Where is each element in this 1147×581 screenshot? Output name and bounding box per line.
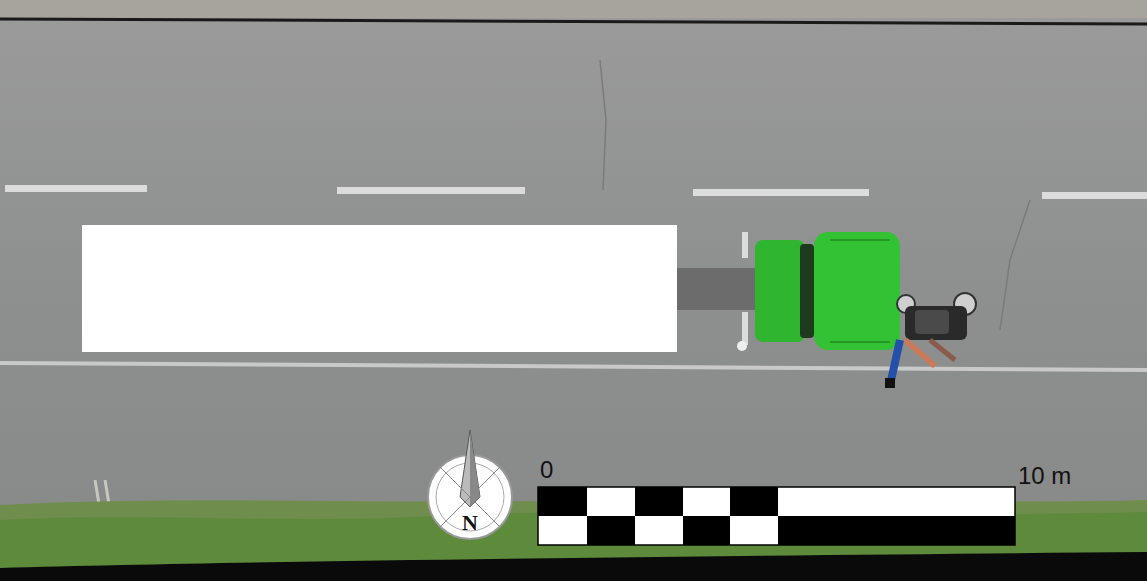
north-letter: N	[462, 512, 478, 534]
scale-start: 0	[540, 458, 553, 482]
scale-end: 10 m	[1018, 464, 1071, 488]
